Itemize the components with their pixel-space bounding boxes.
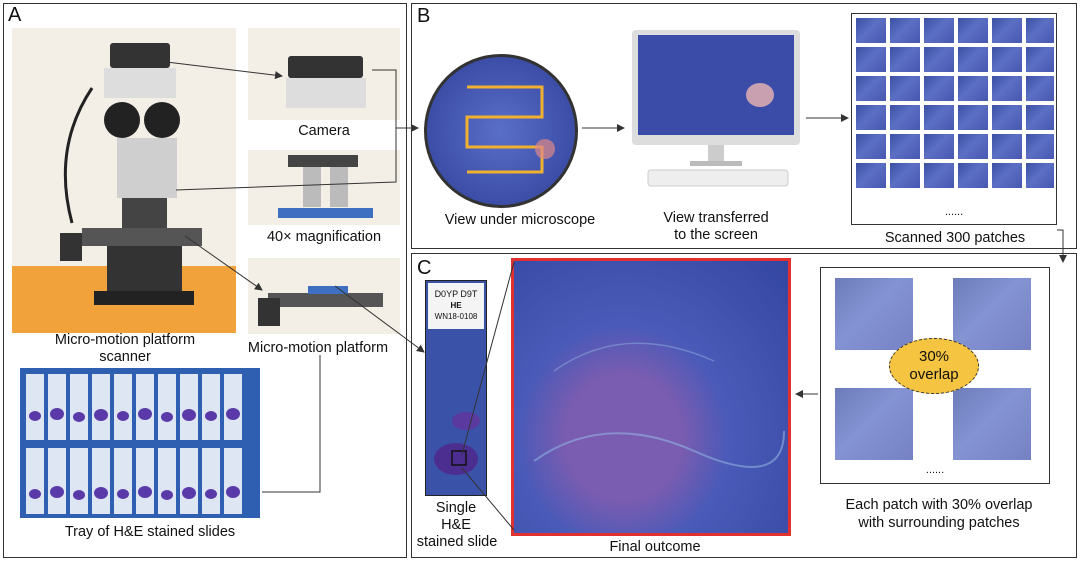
single-slide-image: D0YP D9T HE WN18-0108 [425, 280, 487, 496]
patch [958, 163, 988, 188]
patch [1026, 134, 1054, 159]
tissue-texture [533, 342, 785, 468]
slide-label-line3: WN18-0108 [434, 312, 478, 321]
patch [958, 18, 988, 43]
patch [958, 47, 988, 72]
patch [1026, 163, 1054, 188]
patch [856, 163, 886, 188]
caption-camera: Camera [298, 123, 350, 139]
panel-label-a: A [8, 4, 22, 26]
patch-grid-image: ...... [851, 13, 1057, 225]
patch [924, 134, 954, 159]
caption-view-microscope: View under microscope [444, 212, 596, 228]
overlap-patch-tr [953, 278, 1031, 350]
overlap-badge: 30% overlap [889, 338, 979, 394]
patch [856, 18, 886, 43]
magnification-image [248, 150, 400, 225]
caption-tray: Tray of H&E stained slides [64, 524, 236, 540]
overlap-word: overlap [909, 366, 959, 383]
panel-a [3, 3, 407, 558]
patch [992, 47, 1022, 72]
patch [924, 76, 954, 101]
patch [890, 47, 920, 72]
patch [924, 18, 954, 43]
monitor-image [630, 30, 802, 190]
caption-final: Final outcome [609, 539, 701, 555]
slide-label-line2: HE [450, 301, 462, 310]
patch [992, 163, 1022, 188]
patch [924, 47, 954, 72]
slide-tissue-illustration [434, 412, 480, 475]
overlap-ellipsis: ...... [925, 464, 945, 476]
patch [992, 18, 1022, 43]
caption-scanner: Micro-motion platform scanner [54, 332, 196, 365]
caption-each-1: Each patch with 30% overlap [845, 497, 1033, 513]
patch [958, 76, 988, 101]
patch [856, 134, 886, 159]
monitor-illustration [632, 30, 800, 187]
patch [1026, 105, 1054, 130]
caption-view-screen-1: View transferred [663, 210, 769, 226]
patch [856, 76, 886, 101]
patch [992, 134, 1022, 159]
caption-scanned: Scanned 300 patches [884, 230, 1026, 246]
patch-grid-ellipsis: ...... [944, 206, 964, 218]
slide-tray-illustration [26, 374, 242, 514]
caption-magnification: 40× magnification [266, 229, 382, 245]
patch [992, 76, 1022, 101]
platform-image [248, 258, 400, 334]
caption-single-3: stained slide [416, 534, 498, 550]
slide-tray-image [20, 368, 260, 518]
microscope-view-image [424, 54, 578, 208]
patch [890, 18, 920, 43]
overlap-patch-bl [835, 388, 913, 460]
patch [992, 105, 1022, 130]
patch [890, 105, 920, 130]
microscope-illustration [60, 43, 202, 305]
patch [856, 105, 886, 130]
caption-single-1: Single [435, 500, 477, 516]
overlap-percent: 30% [918, 348, 950, 365]
patch [958, 134, 988, 159]
scan-path-illustration [465, 85, 555, 174]
panel-label-b: B [417, 5, 431, 27]
patch [1026, 18, 1054, 43]
panel-c [411, 253, 1077, 558]
overlap-patch-tl [835, 278, 913, 350]
slide-label-line1: D0YP D9T [434, 289, 478, 299]
caption-view-screen-2: to the screen [674, 227, 758, 243]
patch [890, 76, 920, 101]
overlap-patch-br [953, 388, 1031, 460]
patch [924, 105, 954, 130]
caption-each-2: with surrounding patches [858, 515, 1020, 531]
caption-platform: Micro-motion platform [247, 340, 389, 356]
panel-label-c: C [417, 257, 432, 279]
caption-single-2: H&E [441, 517, 471, 533]
patch [890, 134, 920, 159]
microscope-image [12, 28, 236, 333]
final-outcome-image [511, 258, 791, 536]
patch [958, 105, 988, 130]
patch [924, 163, 954, 188]
camera-image [248, 28, 400, 120]
patch [1026, 47, 1054, 72]
patch [890, 163, 920, 188]
patch [856, 47, 886, 72]
overlap-diagram-image: 30% overlap ...... [820, 267, 1050, 484]
patch [1026, 76, 1054, 101]
